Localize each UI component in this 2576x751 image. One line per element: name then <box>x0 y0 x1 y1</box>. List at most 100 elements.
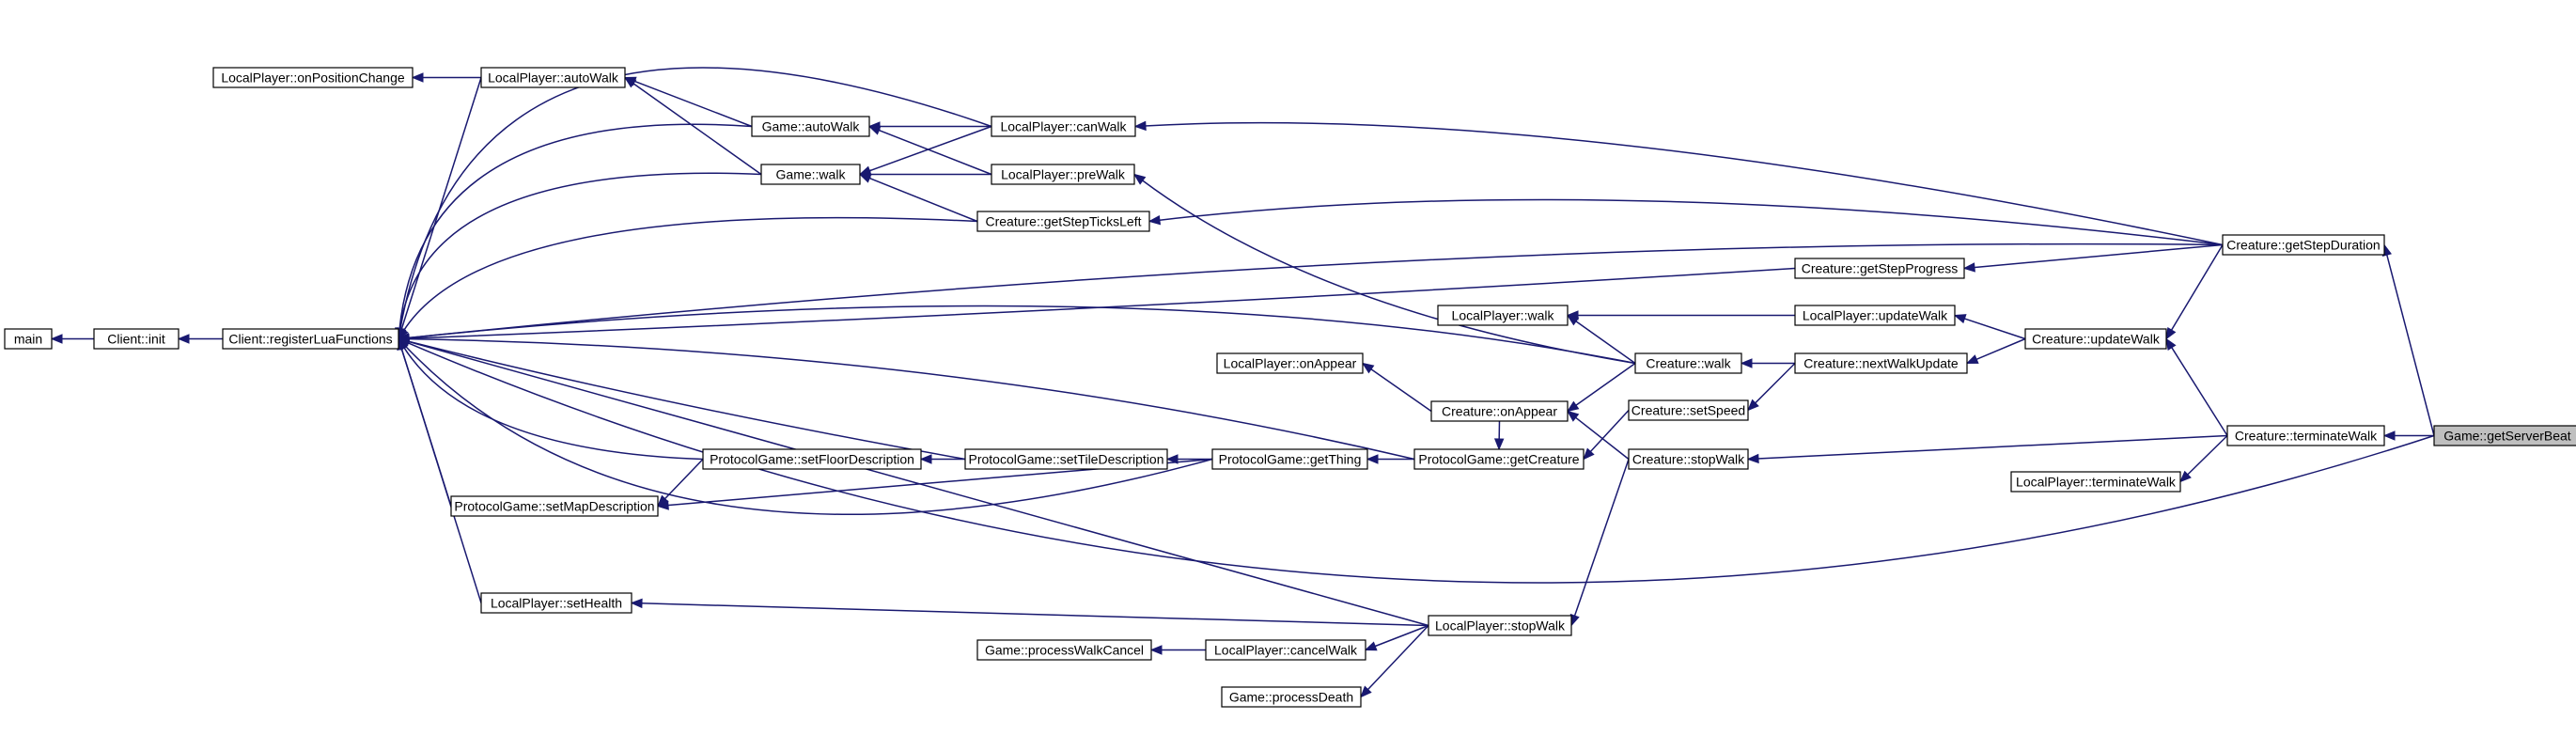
arrowhead <box>1366 454 1379 464</box>
node-process-death[interactable]: Game::processDeath <box>1221 686 1362 708</box>
arrowhead <box>1149 645 1163 655</box>
arrowhead <box>1147 214 1162 226</box>
node-box <box>2010 471 2181 493</box>
node-process-walk-cancel[interactable]: Game::processWalkCancel <box>976 639 1152 661</box>
node-box <box>1628 399 1749 421</box>
edge-game-auto-walk-to-register-lua <box>394 123 753 340</box>
edge-get-step-duration-to-get-step-ticks-left <box>1147 198 2224 246</box>
edge-terminate-walk-to-update-walk <box>2165 337 2228 436</box>
node-set-speed[interactable]: Creature::setSpeed <box>1628 399 1749 421</box>
arrowhead <box>1361 362 1375 374</box>
arrowhead <box>1566 314 1580 326</box>
node-label: LocalPlayer::stopWalk <box>1435 618 1566 634</box>
node-set-tile-description[interactable]: ProtocolGame::setTileDescription <box>964 448 1168 470</box>
node-game-auto-walk[interactable]: Game::autoWalk <box>751 116 870 137</box>
edge-creature-walk-to-lp-walk <box>1566 314 1636 365</box>
arrowhead <box>1360 685 1372 698</box>
arrowhead <box>867 125 882 135</box>
arrowhead <box>1965 354 1979 365</box>
node-label: LocalPlayer::canWalk <box>1000 119 1127 134</box>
node-lp-pre-walk[interactable]: LocalPlayer::preWalk <box>991 164 1135 185</box>
node-label: Creature::getStepTicksLeft <box>985 214 1141 229</box>
edge-lp-pre-walk-to-game-walk <box>858 169 991 180</box>
node-on-position-change[interactable]: LocalPlayer::onPositionChange <box>212 67 414 88</box>
arrowhead <box>2165 337 2177 352</box>
node-lp-stop-walk[interactable]: LocalPlayer::stopWalk <box>1428 615 1572 636</box>
edge-get-server-beat-to-get-step-duration <box>2381 243 2435 436</box>
node-label: LocalPlayer::updateWalk <box>1803 308 1948 323</box>
node-set-health[interactable]: LocalPlayer::setHealth <box>480 592 632 614</box>
node-lp-cancel-walk[interactable]: LocalPlayer::cancelWalk <box>1205 639 1366 661</box>
edge-set-floor-description-to-set-map-description <box>657 458 704 508</box>
node-label: Creature::getStepProgress <box>1802 261 1959 276</box>
edge-stop-walk-to-lp-stop-walk <box>1569 459 1630 627</box>
node-get-step-ticks-left[interactable]: Creature::getStepTicksLeft <box>976 211 1150 232</box>
node-lp-can-walk[interactable]: LocalPlayer::canWalk <box>991 116 1136 137</box>
edge-lp-cancel-walk-to-process-walk-cancel <box>1149 645 1206 655</box>
node-client-init[interactable]: Client::init <box>93 328 180 350</box>
node-box <box>702 448 922 470</box>
node-get-step-progress[interactable]: Creature::getStepProgress <box>1794 258 1965 279</box>
node-box <box>2226 425 2385 446</box>
arrowhead <box>657 494 669 508</box>
node-box <box>991 116 1136 137</box>
node-lp-auto-walk[interactable]: LocalPlayer::autoWalk <box>480 67 626 88</box>
node-lp-terminate-walk[interactable]: LocalPlayer::terminateWalk <box>2010 471 2181 493</box>
node-on-appear[interactable]: Creature::onAppear <box>1430 400 1569 422</box>
edge-set-tile-description-to-register-lua <box>397 336 966 461</box>
node-label: ProtocolGame::getCreature <box>1418 452 1579 467</box>
node-lp-on-appear[interactable]: LocalPlayer::onAppear <box>1216 352 1364 374</box>
edge-next-walk-update-to-set-speed <box>1747 362 1796 412</box>
node-register-lua[interactable]: Client::registerLuaFunctions <box>222 328 399 350</box>
node-label: ProtocolGame::setMapDescription <box>454 499 654 514</box>
node-box <box>480 67 626 88</box>
node-set-map-description[interactable]: ProtocolGame::setMapDescription <box>450 495 659 517</box>
node-label: Game::processDeath <box>1229 690 1353 705</box>
node-set-floor-description[interactable]: ProtocolGame::setFloorDescription <box>702 448 922 470</box>
node-box <box>1216 352 1364 374</box>
node-box <box>1628 448 1749 470</box>
arrowhead <box>411 72 424 83</box>
node-label: LocalPlayer::terminateWalk <box>2016 475 2177 490</box>
node-label: LocalPlayer::setHealth <box>491 596 622 611</box>
node-box <box>2024 328 2167 350</box>
node-label: Game::autoWalk <box>762 119 861 134</box>
edge-lp-stop-walk-to-register-lua <box>397 336 1429 627</box>
edge-set-health-to-register-lua <box>397 337 482 603</box>
node-label: Game::processWalkCancel <box>985 643 1144 658</box>
node-lp-walk[interactable]: LocalPlayer::walk <box>1437 305 1569 326</box>
node-get-creature[interactable]: ProtocolGame::getCreature <box>1413 448 1585 470</box>
node-game-walk[interactable]: Game::walk <box>760 164 861 185</box>
node-label: ProtocolGame::setTileDescription <box>968 452 1163 467</box>
node-box <box>1211 448 1368 470</box>
node-get-server-beat[interactable]: Game::getServerBeat <box>2433 425 2576 446</box>
call-nodes: main Client::init Client::registerLuaFunct… <box>4 67 2576 708</box>
node-box <box>480 592 632 614</box>
node-next-walk-update[interactable]: Creature::nextWalkUpdate <box>1794 352 1968 374</box>
node-box <box>964 448 1168 470</box>
arrowhead <box>1740 358 1753 368</box>
arrowhead <box>1566 400 1580 413</box>
node-box <box>1634 352 1742 374</box>
node-box <box>976 639 1152 661</box>
node-terminate-walk[interactable]: Creature::terminateWalk <box>2226 425 2385 446</box>
node-box <box>1794 258 1965 279</box>
node-label: LocalPlayer::cancelWalk <box>1214 643 1358 658</box>
node-update-walk[interactable]: Creature::updateWalk <box>2024 328 2167 350</box>
arrowhead <box>1132 173 1147 185</box>
node-box <box>1794 305 1956 326</box>
edge-game-walk-to-lp-auto-walk <box>623 76 762 176</box>
node-get-thing[interactable]: ProtocolGame::getThing <box>1211 448 1368 470</box>
node-box <box>1205 639 1366 661</box>
node-creature-walk[interactable]: Creature::walk <box>1634 352 1742 374</box>
node-lp-update-walk[interactable]: LocalPlayer::updateWalk <box>1794 305 1956 326</box>
node-stop-walk[interactable]: Creature::stopWalk <box>1628 448 1749 470</box>
edge-get-step-duration-to-update-walk <box>2165 244 2224 340</box>
node-get-step-duration[interactable]: Creature::getStepDuration <box>2222 234 2385 256</box>
node-main[interactable]: main <box>4 328 53 350</box>
arrowhead <box>1746 453 1759 464</box>
edge-get-server-beat-to-terminate-walk <box>2382 430 2434 441</box>
arrowhead <box>1747 399 1759 412</box>
node-box <box>222 328 399 350</box>
arrowhead <box>919 454 932 464</box>
